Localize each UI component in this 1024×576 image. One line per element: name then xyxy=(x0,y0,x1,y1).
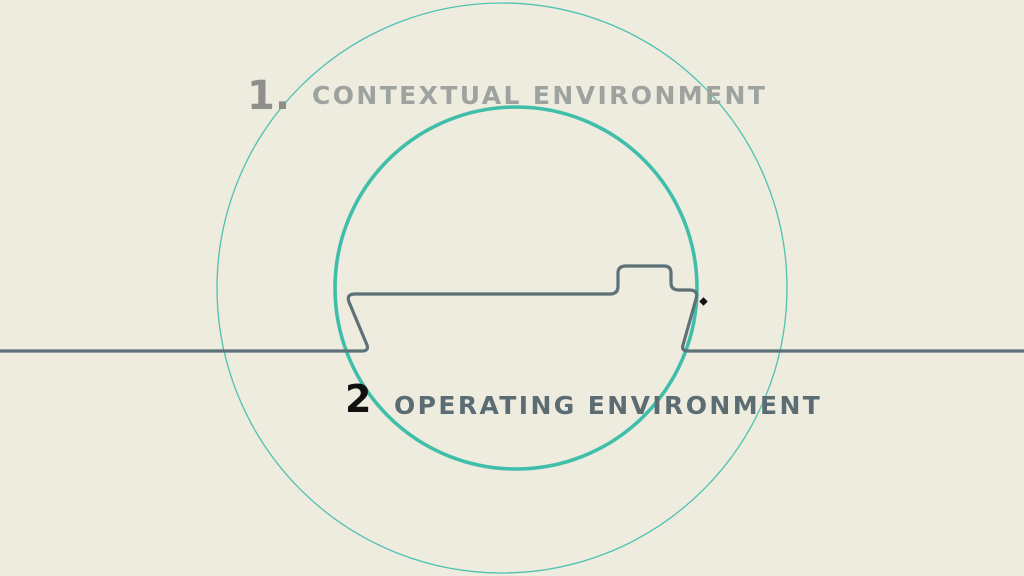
contextual-environment-ring xyxy=(216,2,788,574)
operating-environment-ring xyxy=(333,105,699,471)
contextual-environment-number: 1. xyxy=(247,73,290,119)
operating-environment-number: 2 xyxy=(345,377,371,421)
diamond-marker-icon xyxy=(699,297,708,306)
contextual-environment-label: CONTEXTUAL ENVIRONMENT xyxy=(312,81,767,110)
operating-environment-label: OPERATING ENVIRONMENT xyxy=(394,391,822,420)
ship-hull-outline-icon xyxy=(0,264,1024,353)
